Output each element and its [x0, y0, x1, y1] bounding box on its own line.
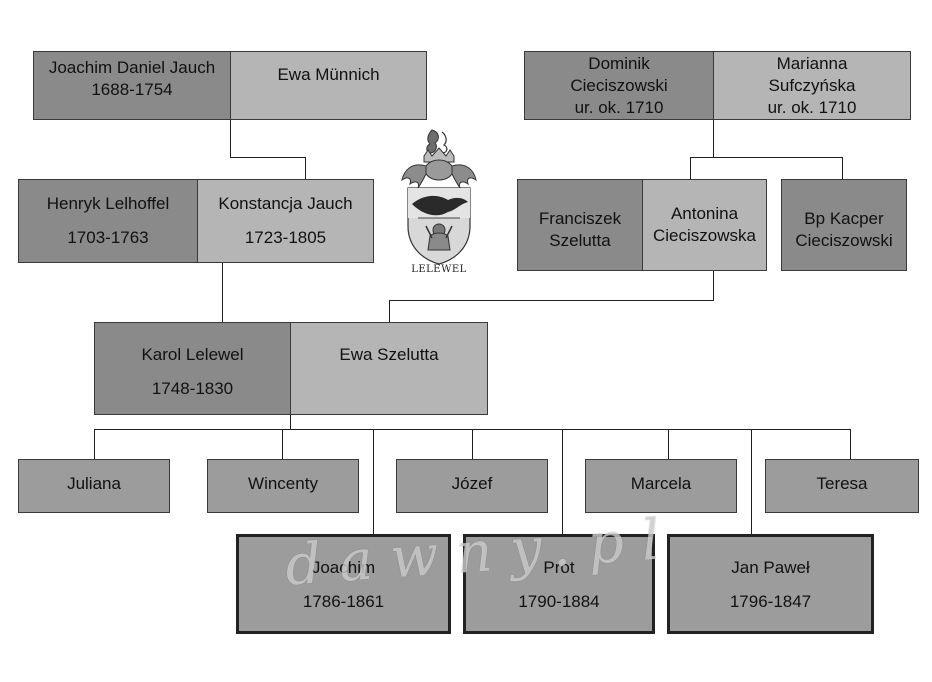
person-karol-lelewel: Karol Lelewel 1748-1830	[94, 322, 291, 415]
person-name-line2: Cieciszowski	[795, 231, 893, 250]
person-name-line2: Szelutta	[549, 231, 611, 250]
person-name: Konstancja Jauch	[218, 194, 353, 213]
person-years: 1723-1805	[244, 228, 327, 247]
connector	[230, 119, 231, 157]
person-name: Prot	[543, 558, 575, 577]
person-born: ur. ok. 1710	[767, 98, 857, 117]
child-prot: Prot 1790-1884	[463, 534, 655, 634]
person-name-line1: Antonina	[670, 204, 739, 223]
person-born: ur. ok. 1710	[574, 98, 664, 117]
person-years: 1790-1884	[518, 592, 600, 611]
child-wincenty: Wincenty	[207, 459, 359, 513]
person-name-line2: Cieciszowski	[570, 76, 668, 95]
person-name: Jan Paweł	[731, 558, 810, 577]
connector	[389, 300, 714, 301]
person-name: Józef	[451, 474, 493, 493]
person-name: Joachim	[311, 558, 376, 577]
person-years: 1748-1830	[151, 379, 234, 398]
person-ewa-munnich: Ewa Münnich	[230, 51, 427, 120]
person-name: Teresa	[816, 474, 868, 493]
person-marianna-sufczynska: Marianna Sufczyńska ur. ok. 1710	[713, 51, 911, 120]
coat-of-arms-caption: LELEWEL	[411, 264, 467, 275]
person-name-line1: Franciszek	[538, 209, 622, 228]
child-jozef: Józef	[396, 459, 548, 513]
connector	[713, 270, 714, 300]
person-bp-kacper-cieciszowski: Bp Kacper Cieciszowski	[781, 179, 907, 271]
connector	[222, 262, 223, 323]
connector	[389, 300, 390, 323]
person-name: Marcela	[630, 474, 692, 493]
person-ewa-szelutta: Ewa Szelutta	[290, 322, 488, 415]
person-name: Ewa Münnich	[277, 65, 380, 84]
connector	[290, 414, 291, 429]
person-henryk-lelhoffel: Henryk Lelhoffel 1703-1763	[18, 179, 198, 263]
person-years: 1688-1754	[91, 80, 173, 99]
connector	[713, 119, 714, 157]
person-years: 1786-1861	[302, 592, 385, 611]
connector	[472, 429, 473, 459]
connector	[230, 157, 306, 158]
person-name: Ewa Szelutta	[339, 345, 439, 364]
child-jan-pawel: Jan Paweł 1796-1847	[667, 534, 874, 634]
person-name-line1: Marianna	[776, 54, 848, 73]
connector	[562, 429, 563, 535]
person-name-line1: Bp Kacper	[804, 209, 884, 228]
person-name: Juliana	[67, 474, 121, 493]
person-years: 1703-1763	[67, 228, 149, 247]
connector	[690, 157, 691, 180]
person-name: Karol Lelewel	[141, 345, 244, 364]
person-joachim-daniel-jauch: Joachim Daniel Jauch 1688-1754	[33, 51, 231, 120]
person-franciszek-szelutta: Franciszek Szelutta	[517, 179, 643, 271]
person-name: Wincenty	[248, 474, 318, 493]
coat-of-arms-icon	[398, 126, 480, 278]
connector	[668, 429, 669, 459]
connector	[842, 157, 843, 180]
connector	[690, 157, 843, 158]
connector	[94, 429, 95, 459]
person-name: Joachim Daniel Jauch	[48, 58, 216, 77]
person-name-line2: Cieciszowska	[653, 226, 756, 245]
connector	[373, 429, 374, 535]
child-juliana: Juliana	[18, 459, 170, 513]
connector	[282, 429, 283, 459]
connector	[751, 429, 752, 535]
child-teresa: Teresa	[765, 459, 919, 513]
child-marcela: Marcela	[585, 459, 737, 513]
person-dominik-cieciszowski: Dominik Cieciszowski ur. ok. 1710	[524, 51, 714, 120]
person-name-line1: Dominik	[588, 54, 650, 73]
person-years: 1796-1847	[729, 592, 812, 611]
connector	[305, 157, 306, 180]
child-joachim: Joachim 1786-1861	[236, 534, 451, 634]
connector	[850, 429, 851, 459]
person-name-line2: Sufczyńska	[768, 76, 856, 95]
person-antonina-cieciszowska: Antonina Cieciszowska	[642, 179, 767, 271]
person-name: Henryk Lelhoffel	[46, 194, 170, 213]
person-konstancja-jauch: Konstancja Jauch 1723-1805	[197, 179, 374, 263]
